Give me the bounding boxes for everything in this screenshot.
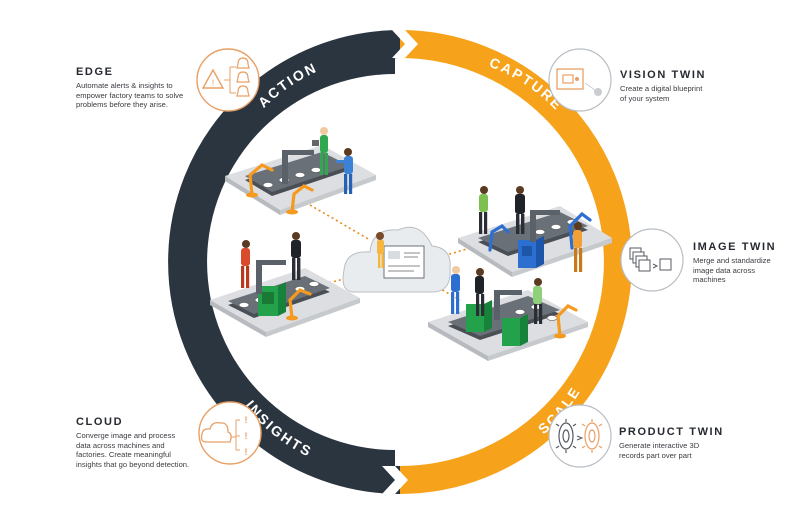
camera-blueprint-icon [548,48,612,112]
worker-green-right-2 [533,278,543,324]
worker-green-right [479,186,488,234]
cloud-dashboard [342,226,451,293]
worker-orange-right [573,222,583,272]
factory-line-top-right [458,186,612,277]
svg-text:!: ! [245,447,248,457]
vision-twin-callout: VISION TWIN Create a digital blueprint o… [620,69,740,103]
worker-green [312,127,328,175]
product-twin-callout: PRODUCT TWIN Generate interactive 3D rec… [619,426,749,460]
bottom-chevron [382,466,408,494]
image-twin-description: Merge and standardize image data across … [693,256,771,285]
cloud-person [376,232,384,268]
factory-line-top-left [225,127,376,215]
gear-3d-icon [548,404,612,468]
factory-line-bottom-left [210,232,360,337]
worker-red [241,240,250,288]
cloud-title: CLOUD [76,416,124,428]
vision-twin-title: VISION TWIN [620,69,707,81]
cloud-alerts-icon: ! ! ! [198,401,262,465]
worker-dark [291,232,301,280]
image-twin-title: IMAGE TWIN [693,241,777,253]
cloud-description: Converge image and process data across m… [76,431,190,469]
top-chevron [392,30,418,58]
vision-twin-description: Create a digital blueprint of your syste… [620,84,703,103]
edge-callout: EDGE Automate alerts & insights to empow… [76,66,196,110]
edge-title: EDGE [76,66,114,78]
image-twin-callout: IMAGE TWIN Merge and standardize image d… [693,241,793,285]
worker-dark-right [475,268,485,316]
svg-text:!: ! [245,415,248,425]
product-twin-title: PRODUCT TWIN [619,426,724,438]
alert-bells-icon: ! [196,48,260,112]
dark-arc-band [168,30,401,494]
product-twin-description: Generate interactive 3D records part ove… [619,441,700,460]
edge-description: Automate alerts & insights to empower fa… [76,81,184,110]
factory-line-bottom-right [428,266,588,361]
capture-scale-arc [399,30,632,494]
svg-text:!: ! [212,78,215,88]
worker-blue [336,148,353,194]
cloud-callout: CLOUD Converge image and process data ac… [76,416,206,469]
worker-blue-right [451,266,460,314]
svg-text:!: ! [245,431,248,441]
worker-black-right [515,186,525,234]
stacked-images-icon [620,228,684,292]
